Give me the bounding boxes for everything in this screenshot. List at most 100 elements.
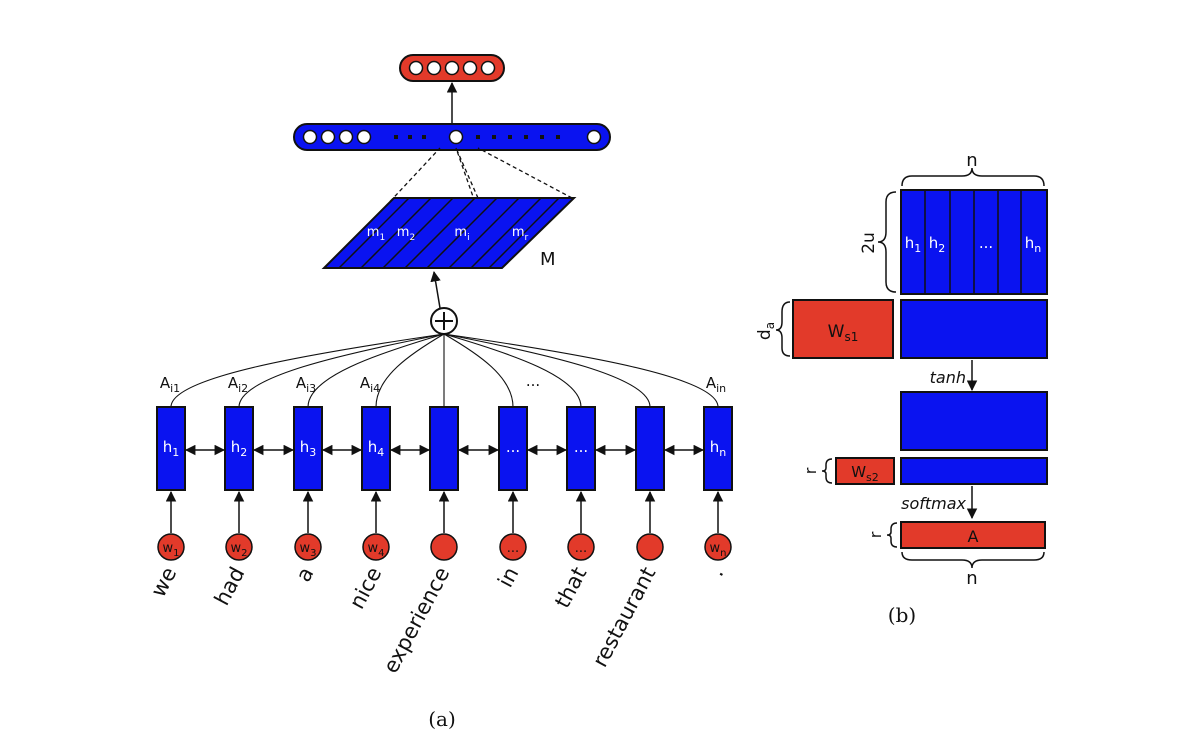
- word-node-2: w2: [225, 533, 253, 561]
- attention-curve-6: [443, 333, 514, 408]
- word-node-label: ...: [507, 541, 519, 556]
- attention-label-4: Ai4: [360, 374, 380, 395]
- ws2-product: [900, 457, 1048, 485]
- bottom-n-label: n: [966, 568, 977, 589]
- ws2-label: Ws2: [851, 463, 879, 484]
- hidden-state-label: h3: [300, 438, 317, 459]
- A-matrix: [900, 521, 1046, 549]
- attention-curves: [170, 333, 719, 408]
- attention-labels: Ai1 Ai2 Ai3 Ai4... Ain: [160, 372, 726, 395]
- attention-curve-9: [443, 333, 719, 408]
- caption-a: (a): [428, 707, 456, 731]
- tanh-output: [900, 391, 1048, 451]
- softmax-label: softmax: [901, 494, 966, 513]
- word-node-label: w3: [299, 541, 316, 559]
- word-1: we: [146, 563, 181, 601]
- ws2-matrix: [835, 457, 895, 485]
- matrix-row-label: m1: [367, 225, 385, 243]
- word-node-6: ...: [499, 533, 527, 561]
- attention-label-2: Ai2: [228, 374, 248, 395]
- hidden-state-6: ...: [498, 406, 528, 491]
- attention-curve-7: [443, 333, 582, 408]
- word-6: in: [493, 563, 523, 591]
- tanh-label: tanh: [930, 368, 966, 387]
- hidden-state-7: ...: [566, 406, 596, 491]
- hidden-state-1: h1: [156, 406, 186, 491]
- H-column-label: h2: [929, 234, 946, 255]
- word-node-7: ...: [567, 533, 595, 561]
- top-n-label: n: [966, 150, 977, 171]
- word-3: a: [291, 563, 318, 586]
- word-9: .: [704, 563, 728, 580]
- hidden-state-label: ...: [574, 438, 588, 456]
- word-4: nice: [345, 563, 387, 613]
- word-to-hidden-arrows: [165, 490, 724, 533]
- r-brace-2: [886, 522, 898, 548]
- A-label: A: [968, 527, 979, 546]
- attention-label-5: ...: [526, 372, 540, 390]
- vector-dots-right: [476, 135, 560, 139]
- word-5: experience: [379, 563, 455, 677]
- attention-label-6: Ain: [706, 374, 726, 395]
- word-node-3: w3: [294, 533, 322, 561]
- word-2: had: [210, 563, 250, 609]
- word-7: that: [550, 563, 591, 612]
- r-label-2: r: [866, 531, 885, 538]
- word-node-label: ...: [575, 541, 587, 556]
- H-column-label: ...: [979, 234, 993, 252]
- r-brace-1: [821, 458, 833, 484]
- ws1-label: Ws1: [828, 322, 859, 344]
- hidden-state-label: h1: [163, 438, 180, 459]
- word-node-8: [636, 533, 664, 561]
- ws1-H-product: [900, 299, 1048, 359]
- hidden-state-2: h2: [224, 406, 254, 491]
- top-n-brace: [901, 167, 1045, 187]
- word-node-label: w4: [367, 541, 384, 559]
- attention-curve-2: [238, 333, 445, 408]
- da-label: da: [755, 322, 777, 340]
- sum-node: [430, 307, 458, 335]
- attention-curve-1: [170, 333, 445, 408]
- hidden-state-8: [635, 406, 665, 491]
- word-node-4: w4: [362, 533, 390, 561]
- H-matrix: h1 h2... hn: [900, 189, 1048, 295]
- ws1-matrix: [792, 299, 894, 359]
- attention-label-1: Ai1: [160, 374, 180, 395]
- attention-curve-4: [375, 333, 445, 408]
- caption-b: (b): [888, 603, 916, 627]
- matrix-row-label: mi: [454, 225, 469, 243]
- output-vector: [399, 54, 505, 82]
- word-node-9: wn: [704, 533, 732, 561]
- panel-b: n h1 h2... hn 2u Ws1 da tanh Ws2: [755, 150, 1048, 627]
- word-node-label: w2: [230, 541, 247, 559]
- word-node-label: wn: [710, 541, 727, 559]
- word-node-1: w1: [157, 533, 185, 561]
- H-column-label: hn: [1025, 234, 1042, 255]
- attention-curve-8: [443, 333, 651, 408]
- H-column-label: h1: [905, 234, 922, 255]
- matrix-label: M: [540, 249, 556, 270]
- hidden-state-4: h4: [361, 406, 391, 491]
- da-brace: [775, 301, 791, 357]
- word-node-label: w1: [162, 541, 179, 559]
- embedding-vector: [293, 123, 611, 151]
- r-label-1: r: [801, 467, 820, 474]
- arrow-sum-to-M: [430, 270, 441, 309]
- vector-dots-left: [394, 135, 426, 139]
- hidden-state-label: h2: [231, 438, 248, 459]
- word-8: restaurant: [588, 563, 661, 671]
- hidden-state-label: h4: [368, 438, 385, 459]
- attention-label-3: Ai3: [296, 374, 316, 395]
- hidden-state-9: hn: [703, 406, 733, 491]
- H-column-labels: h1 h2... hn: [905, 234, 1042, 255]
- word-nodes: w1 w2 w3 w4...... wn: [157, 533, 732, 561]
- matrix-row-label: mr: [512, 225, 529, 243]
- hidden-states: h1 h2 h3 h4...... hn: [156, 406, 733, 491]
- hidden-state-label: hn: [710, 438, 727, 459]
- 2u-label: 2u: [859, 232, 879, 254]
